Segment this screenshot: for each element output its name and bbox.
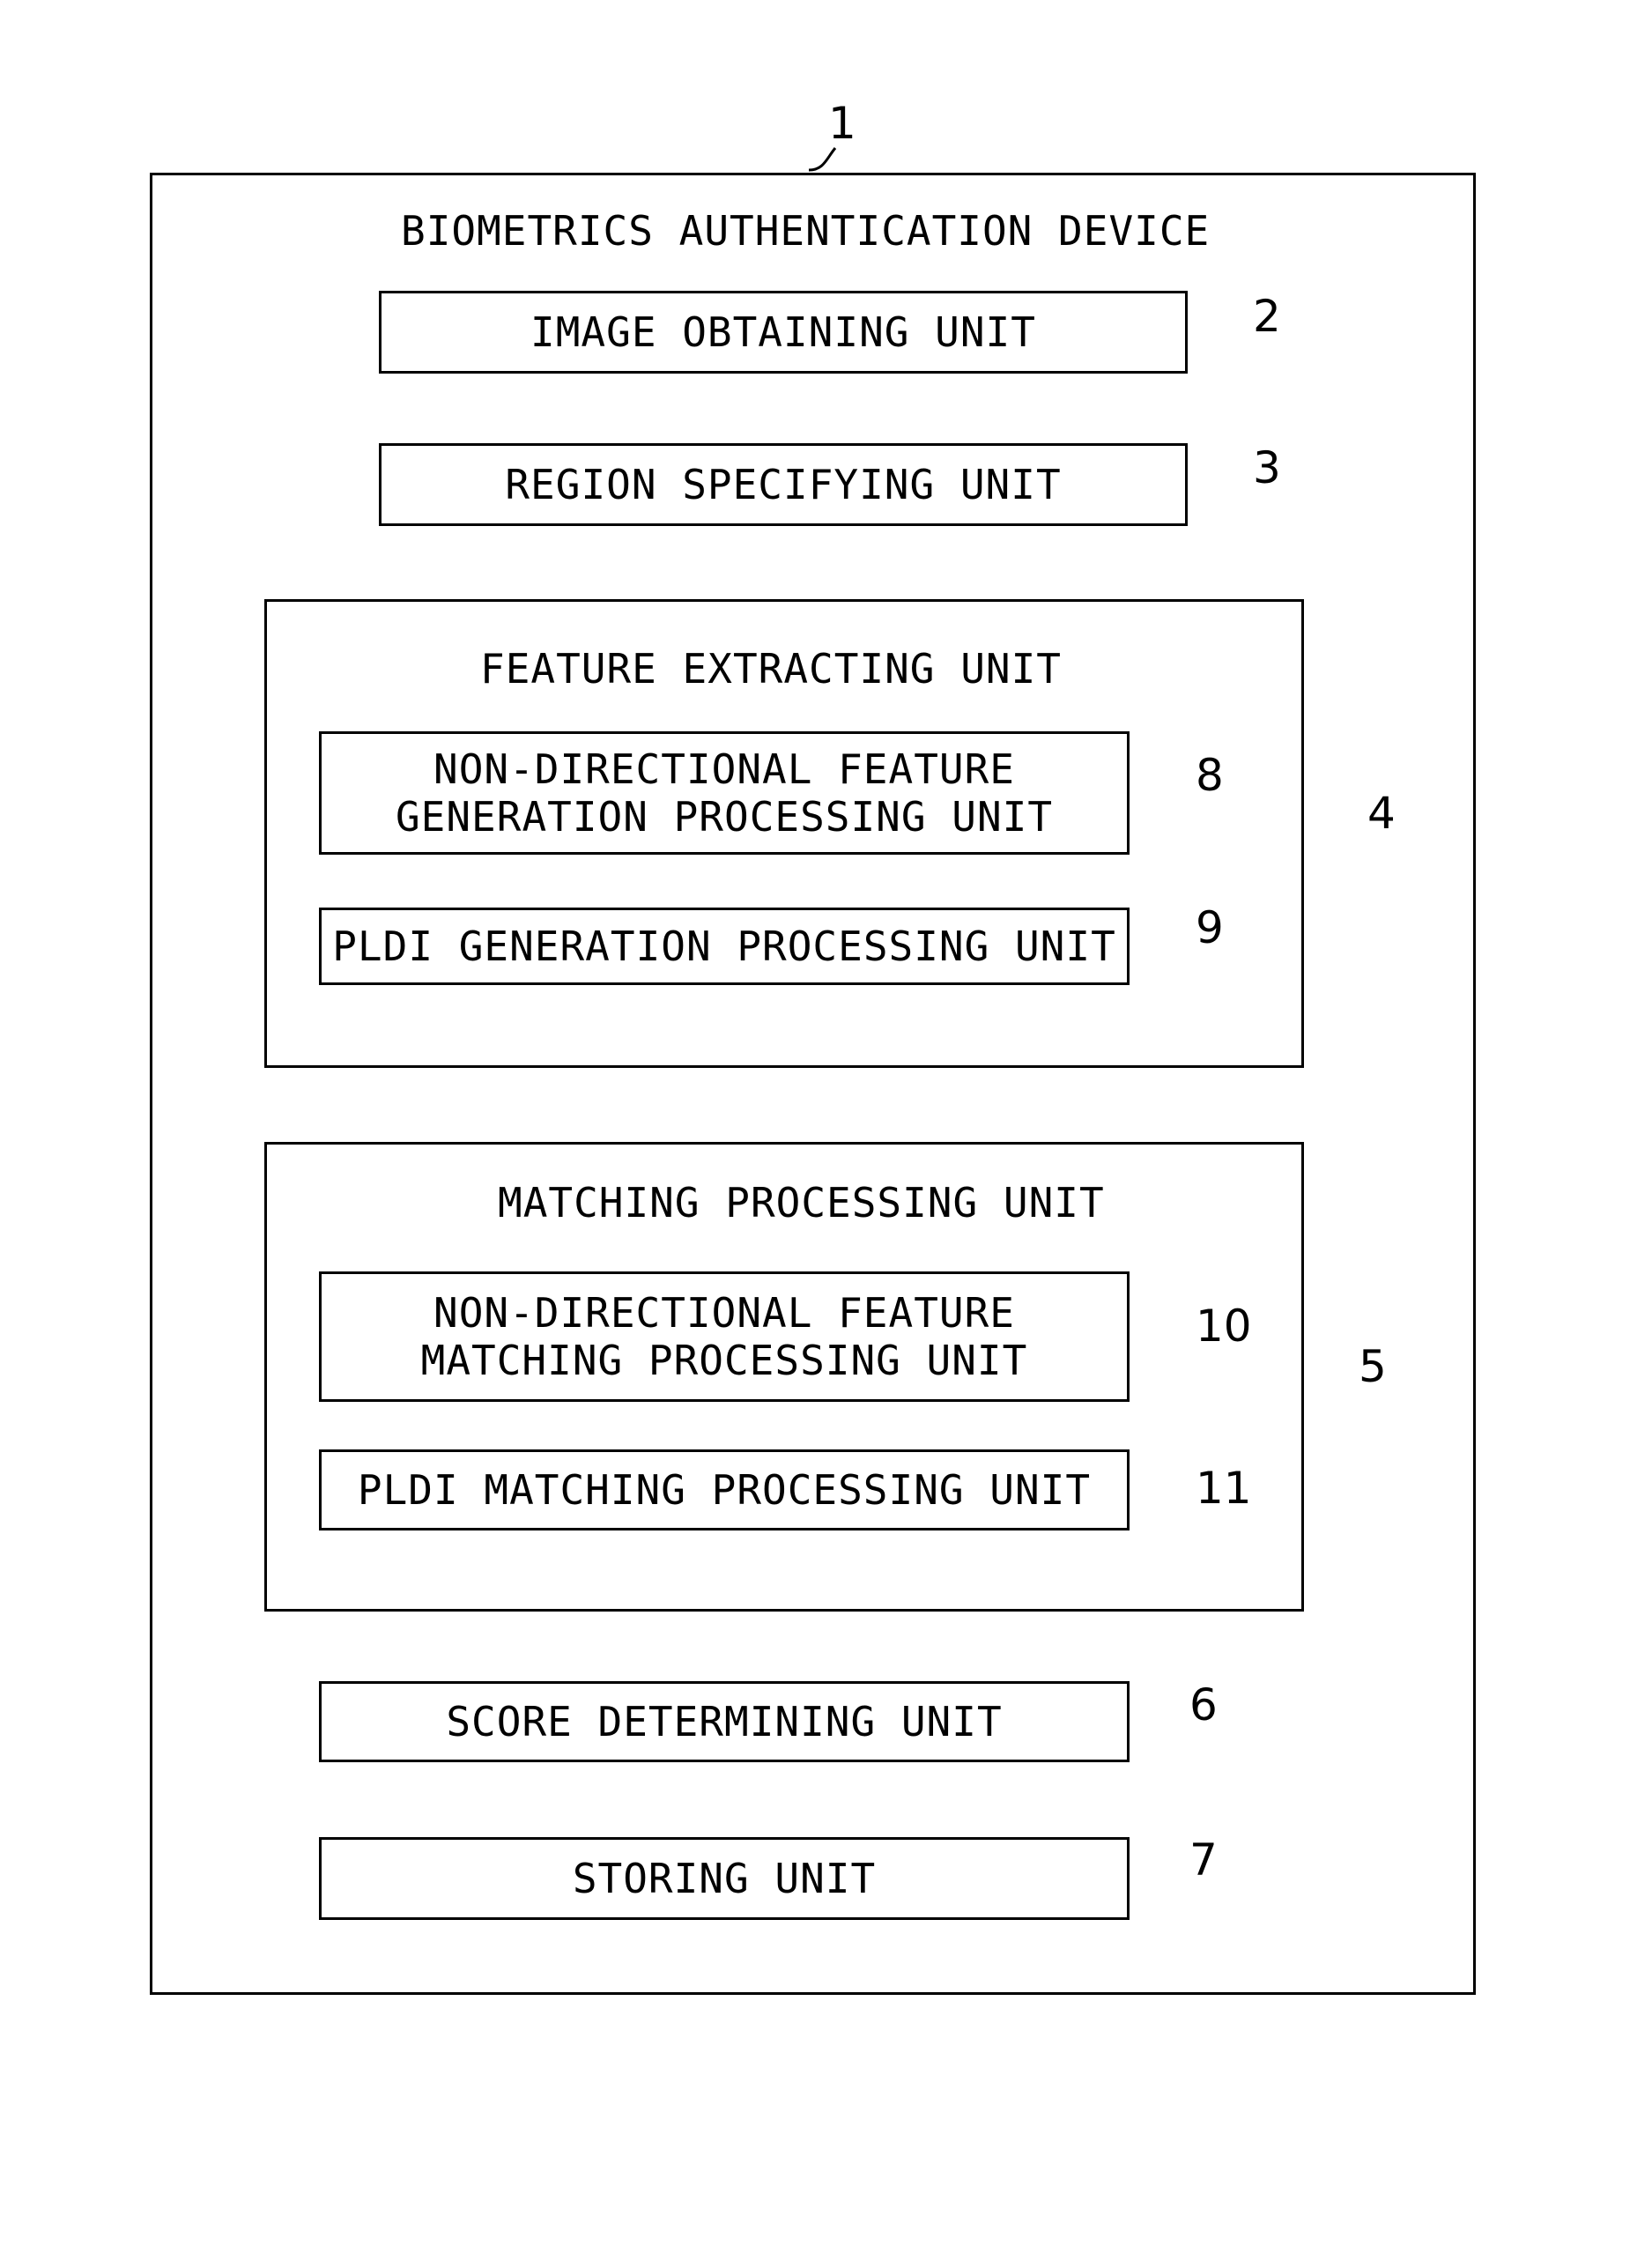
image-obtaining-unit: IMAGE OBTAINING UNIT: [379, 291, 1188, 374]
pldi-generation-processing-unit-label: PLDI GENERATION PROCESSING UNIT: [332, 923, 1116, 970]
pldi-generation-processing-unit: PLDI GENERATION PROCESSING UNIT: [319, 908, 1130, 985]
ref-numeral-11: 11: [1196, 1466, 1252, 1510]
matching-processing-unit-label: MATCHING PROCESSING UNIT: [498, 1179, 1105, 1227]
non-directional-feature-matching-processing-unit: NON-DIRECTIONAL FEATURE MATCHING PROCESS…: [319, 1271, 1130, 1402]
non-directional-feature-generation-line1: NON-DIRECTIONAL FEATURE: [433, 745, 1015, 793]
ref-numeral-5: 5: [1359, 1345, 1387, 1389]
non-directional-feature-matching-line2: MATCHING PROCESSING UNIT: [421, 1337, 1028, 1384]
ref-numeral-2: 2: [1253, 294, 1281, 338]
pldi-matching-processing-unit: PLDI MATCHING PROCESSING UNIT: [319, 1449, 1130, 1530]
leader-1: [809, 148, 835, 170]
region-specifying-unit: REGION SPECIFYING UNIT: [379, 443, 1188, 526]
region-specifying-unit-label: REGION SPECIFYING UNIT: [505, 461, 1061, 508]
score-determining-unit: SCORE DETERMINING UNIT: [319, 1681, 1130, 1762]
device-title: BIOMETRICS AUTHENTICATION DEVICE: [401, 207, 1210, 255]
ref-numeral-10: 10: [1196, 1304, 1252, 1348]
non-directional-feature-generation-line2: GENERATION PROCESSING UNIT: [396, 793, 1053, 841]
ref-numeral-8: 8: [1196, 753, 1224, 797]
pldi-matching-processing-unit-label: PLDI MATCHING PROCESSING UNIT: [358, 1466, 1091, 1514]
storing-unit-label: STORING UNIT: [573, 1855, 876, 1902]
ref-numeral-1: 1: [828, 101, 856, 145]
ref-numeral-7: 7: [1189, 1838, 1218, 1882]
image-obtaining-unit-label: IMAGE OBTAINING UNIT: [530, 308, 1036, 356]
non-directional-feature-matching-line1: NON-DIRECTIONAL FEATURE: [433, 1289, 1015, 1337]
ref-numeral-4: 4: [1367, 791, 1396, 835]
score-determining-unit-label: SCORE DETERMINING UNIT: [446, 1698, 1002, 1745]
feature-extracting-unit-label: FEATURE EXTRACTING UNIT: [480, 645, 1062, 693]
ref-numeral-3: 3: [1253, 446, 1281, 490]
ref-numeral-9: 9: [1196, 906, 1224, 950]
non-directional-feature-generation-processing-unit: NON-DIRECTIONAL FEATURE GENERATION PROCE…: [319, 731, 1130, 855]
storing-unit: STORING UNIT: [319, 1837, 1130, 1920]
ref-numeral-6: 6: [1189, 1683, 1218, 1727]
